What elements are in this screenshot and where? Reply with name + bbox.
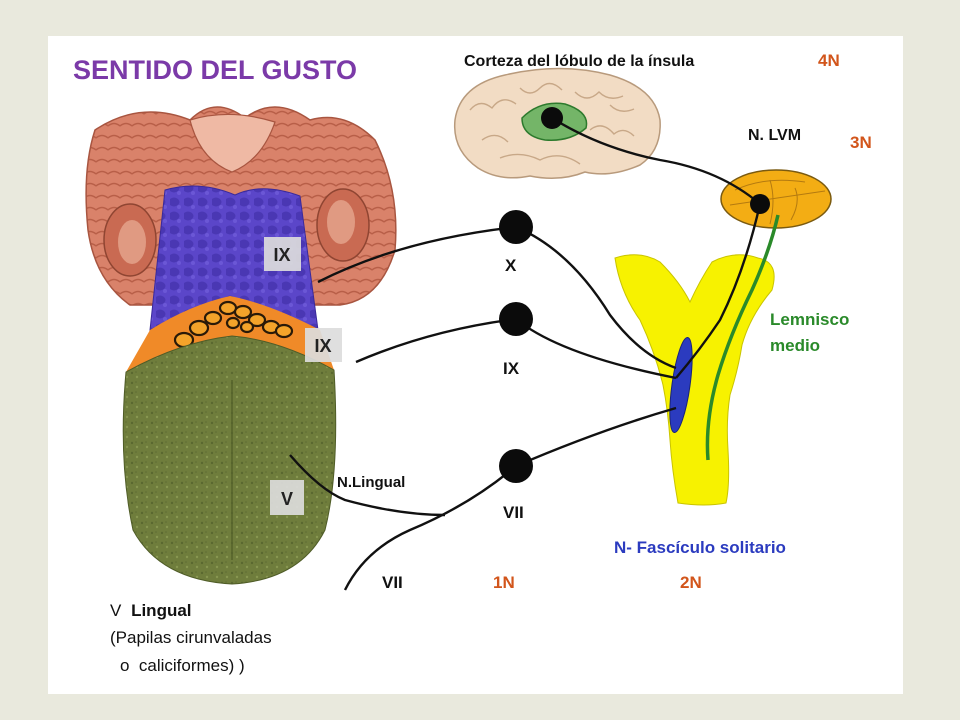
first-order-label: 1N [493, 573, 515, 592]
cortical-neuron [541, 107, 563, 129]
ganglion-ix-label: IX [503, 359, 520, 378]
solitary-nucleus-label: N- Fascículo solitario [614, 538, 786, 557]
fourth-order-label: 4N [818, 51, 840, 70]
caption-roman: V [110, 601, 122, 620]
ganglion-vii [499, 449, 533, 483]
thalamus-label: N. LVM [748, 127, 801, 144]
tongue-anterior-region [122, 335, 337, 585]
thalamic-neuron [750, 194, 770, 214]
caption-line1: V Lingual [110, 601, 192, 620]
third-order-label: 3N [850, 133, 872, 152]
bottom-vii-label: VII [382, 573, 403, 592]
ganglion-ix [499, 302, 533, 336]
lemniscus-label-line2: medio [770, 336, 820, 355]
second-order-label: 2N [680, 573, 702, 592]
medial-lemniscus-tract [705, 214, 780, 461]
label-anterior-v: V [281, 489, 293, 509]
brainstem-shape [614, 254, 775, 506]
caption-line2: (Papilas cirunvaladas [110, 628, 272, 647]
label-posterior-ix: IX [273, 245, 290, 265]
label-band-ix: IX [314, 336, 331, 356]
label-box-posterior-ix: IX [264, 237, 301, 271]
lemniscus-label-line1: Lemnisco [770, 310, 849, 329]
caption-line3: o caliciformes) ) [120, 656, 245, 675]
ganglion-x-label: X [505, 256, 517, 275]
ganglion-vii-label: VII [503, 503, 524, 522]
ganglion-x [499, 210, 533, 244]
circumvallate-papillae [173, 300, 294, 349]
papillae-band-region [126, 296, 334, 372]
label-box-anterior-v: V [270, 480, 304, 515]
caption-bold: Lingual [131, 601, 191, 620]
cortex-label: Corteza del lóbulo de la ínsula [464, 53, 694, 70]
label-box-band-ix: IX [305, 328, 342, 362]
diagram-title: SENTIDO DEL GUSTO [73, 55, 357, 85]
lingual-nerve-label: N.Lingual [337, 474, 405, 491]
